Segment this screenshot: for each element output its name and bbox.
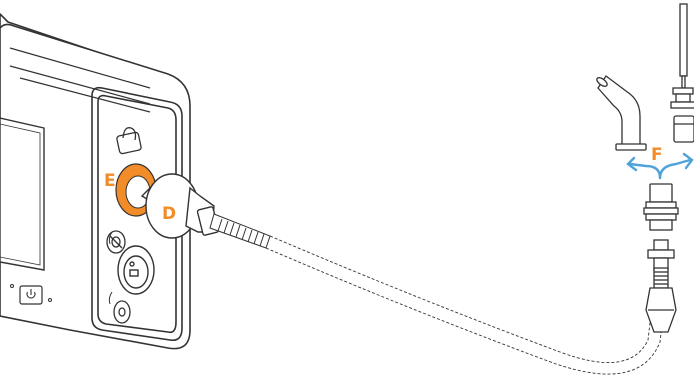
elbow-adapter — [595, 76, 646, 150]
rod — [671, 4, 694, 142]
tube — [266, 236, 664, 374]
label-f: F — [651, 145, 663, 165]
main-port — [118, 246, 154, 294]
side-screen — [0, 118, 44, 270]
lower-port — [114, 301, 130, 323]
hose-ribs-left — [210, 214, 270, 248]
connector-d — [142, 174, 219, 238]
power-button[interactable] — [20, 286, 42, 304]
label-d: D — [162, 204, 176, 224]
connector-stack — [644, 184, 678, 332]
label-e: E — [104, 171, 116, 191]
